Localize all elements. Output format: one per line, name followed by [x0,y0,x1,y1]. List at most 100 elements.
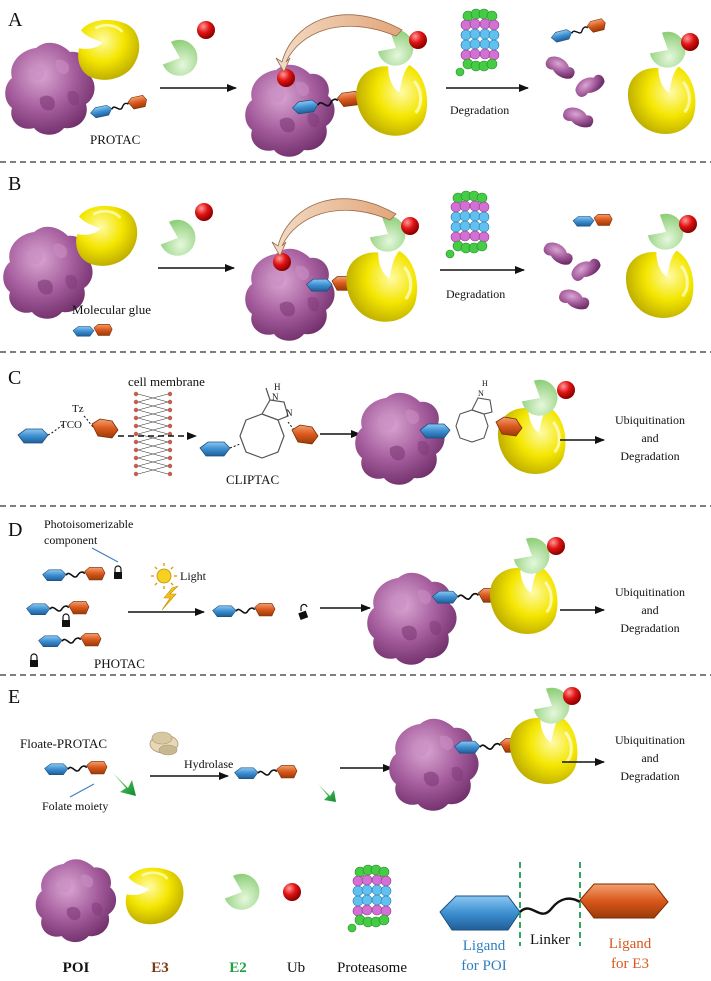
photo-pointer [91,547,119,563]
complex-poi [389,718,479,811]
folate-protac [43,760,108,776]
released-e3 [620,244,701,326]
legend-ub-shape [283,883,301,901]
lock-icon [62,613,70,627]
panel-a: A PROTAC Degradation [5,8,703,157]
panel-c-letter: C [8,367,21,389]
legend-ub-label: Ub [287,960,305,976]
photo-label-line1: Photoisomerizable [44,517,133,531]
complex-poi-ligand [419,423,451,439]
cliptac-n2-label: N [286,408,293,418]
hydrolase-label: Hydrolase [184,757,233,771]
panel-e: E Floate-PROTAC Folate moiety Hydrolase … [8,683,685,813]
ternary-ub [409,31,427,49]
lock-icon [114,565,122,579]
molecular-glue-molecule [72,324,113,337]
proteasome-shape [445,190,490,259]
complex-pyridazine [471,397,493,415]
floate-label: Floate-PROTAC [20,736,107,751]
e2-shape [160,36,203,81]
lightning-icon [161,585,179,611]
outcome-line2: and [641,431,658,445]
complex-e3-ligand [495,416,523,437]
complex-poi [355,392,445,485]
legend-linker-shape [519,897,581,915]
e3-shape [76,18,141,82]
unlocked-icon [298,603,309,620]
cliptac-e3-ligand [291,424,319,445]
folate-moiety-arrow [112,772,136,796]
e3-ligand-piece [91,418,119,439]
legend-e2-label: E2 [229,960,247,976]
legend-ligand-poi-line1: Ligand [463,938,506,954]
legend-e3-ligand-shape [579,883,669,919]
e2-shape [158,216,201,261]
panel-b-letter: B [8,173,21,195]
legend-ligand-e3-line2: for E3 [611,956,649,972]
degradation-label: Degradation [446,287,505,301]
ub-sphere [195,203,213,221]
peptide-fragment [572,68,608,103]
released-protac [233,764,298,780]
ub-transfer-arrow [271,198,397,257]
cyclooctane-ring [239,413,285,459]
ternary-ub [401,217,419,235]
complex-cyclooctane [455,409,489,443]
photac-molecule [41,566,106,582]
legend-poi-label: POI [63,960,90,976]
transferred-ub [273,253,291,271]
panel-b: B Molecular glue Degradation [3,173,701,341]
peptide-fragment [557,287,592,311]
panel-e-letter: E [8,686,20,708]
released-ub [679,215,697,233]
legend-poi-ligand-shape [439,895,521,931]
outcome-line3: Degradation [620,449,679,463]
complex-e3 [504,710,585,792]
protac-molecule [88,94,149,120]
activated-protac [211,602,276,618]
peptide-fragment [561,105,596,129]
membrane-label: cell membrane [128,374,205,389]
e3-shape [74,204,139,268]
outcome-line1: Ubiquitination [615,733,685,747]
legend-ligand-e3-line1: Ligand [609,936,652,952]
released-ub [681,33,699,51]
complex-e3 [484,560,565,642]
transferred-ub [277,69,295,87]
legend-e3-shape [124,866,185,926]
photac-molecule [37,632,102,648]
peptide-fragment [542,53,578,82]
released-e3 [622,60,703,142]
photac-molecule [25,600,90,616]
outcome-line2: and [641,751,658,765]
ternary-e3 [350,58,435,144]
legend-linker-label: Linker [530,932,570,948]
panel-separators [0,161,711,676]
cliptac-n-label: N [272,392,279,402]
degradation-label: Degradation [450,103,509,117]
glue-label: Molecular glue [72,302,151,317]
legend-ligand-poi-line2: for POI [461,958,506,974]
sun-icon [151,563,177,589]
cliptac-h-label: H [274,382,281,392]
outcome-line2: and [641,603,658,617]
pyridazine-ring [261,399,289,421]
peptide-fragment [540,239,576,268]
folate-label: Folate moiety [42,799,108,813]
tco-label: TCO [60,419,82,431]
outcome-line3: Degradation [620,621,679,635]
complex-h-label: H [482,379,488,388]
outcome-line3: Degradation [620,769,679,783]
complex-ub [547,537,565,555]
panel-a-letter: A [8,9,23,31]
legend: POI E3 E2 Ub Proteasome Ligand for POI L… [35,859,669,976]
tz-tether [83,415,95,429]
recycled-glue [572,214,613,227]
lock-icon [30,653,38,667]
complex-ub [557,381,575,399]
hydrolase-enzyme [149,731,179,756]
folate-pointer [69,783,95,798]
legend-proteasome-label: Proteasome [337,960,407,976]
panel-d: D Photoisomerizable component PHOTAC [8,517,685,671]
outcome-line1: Ubiquitination [615,585,685,599]
